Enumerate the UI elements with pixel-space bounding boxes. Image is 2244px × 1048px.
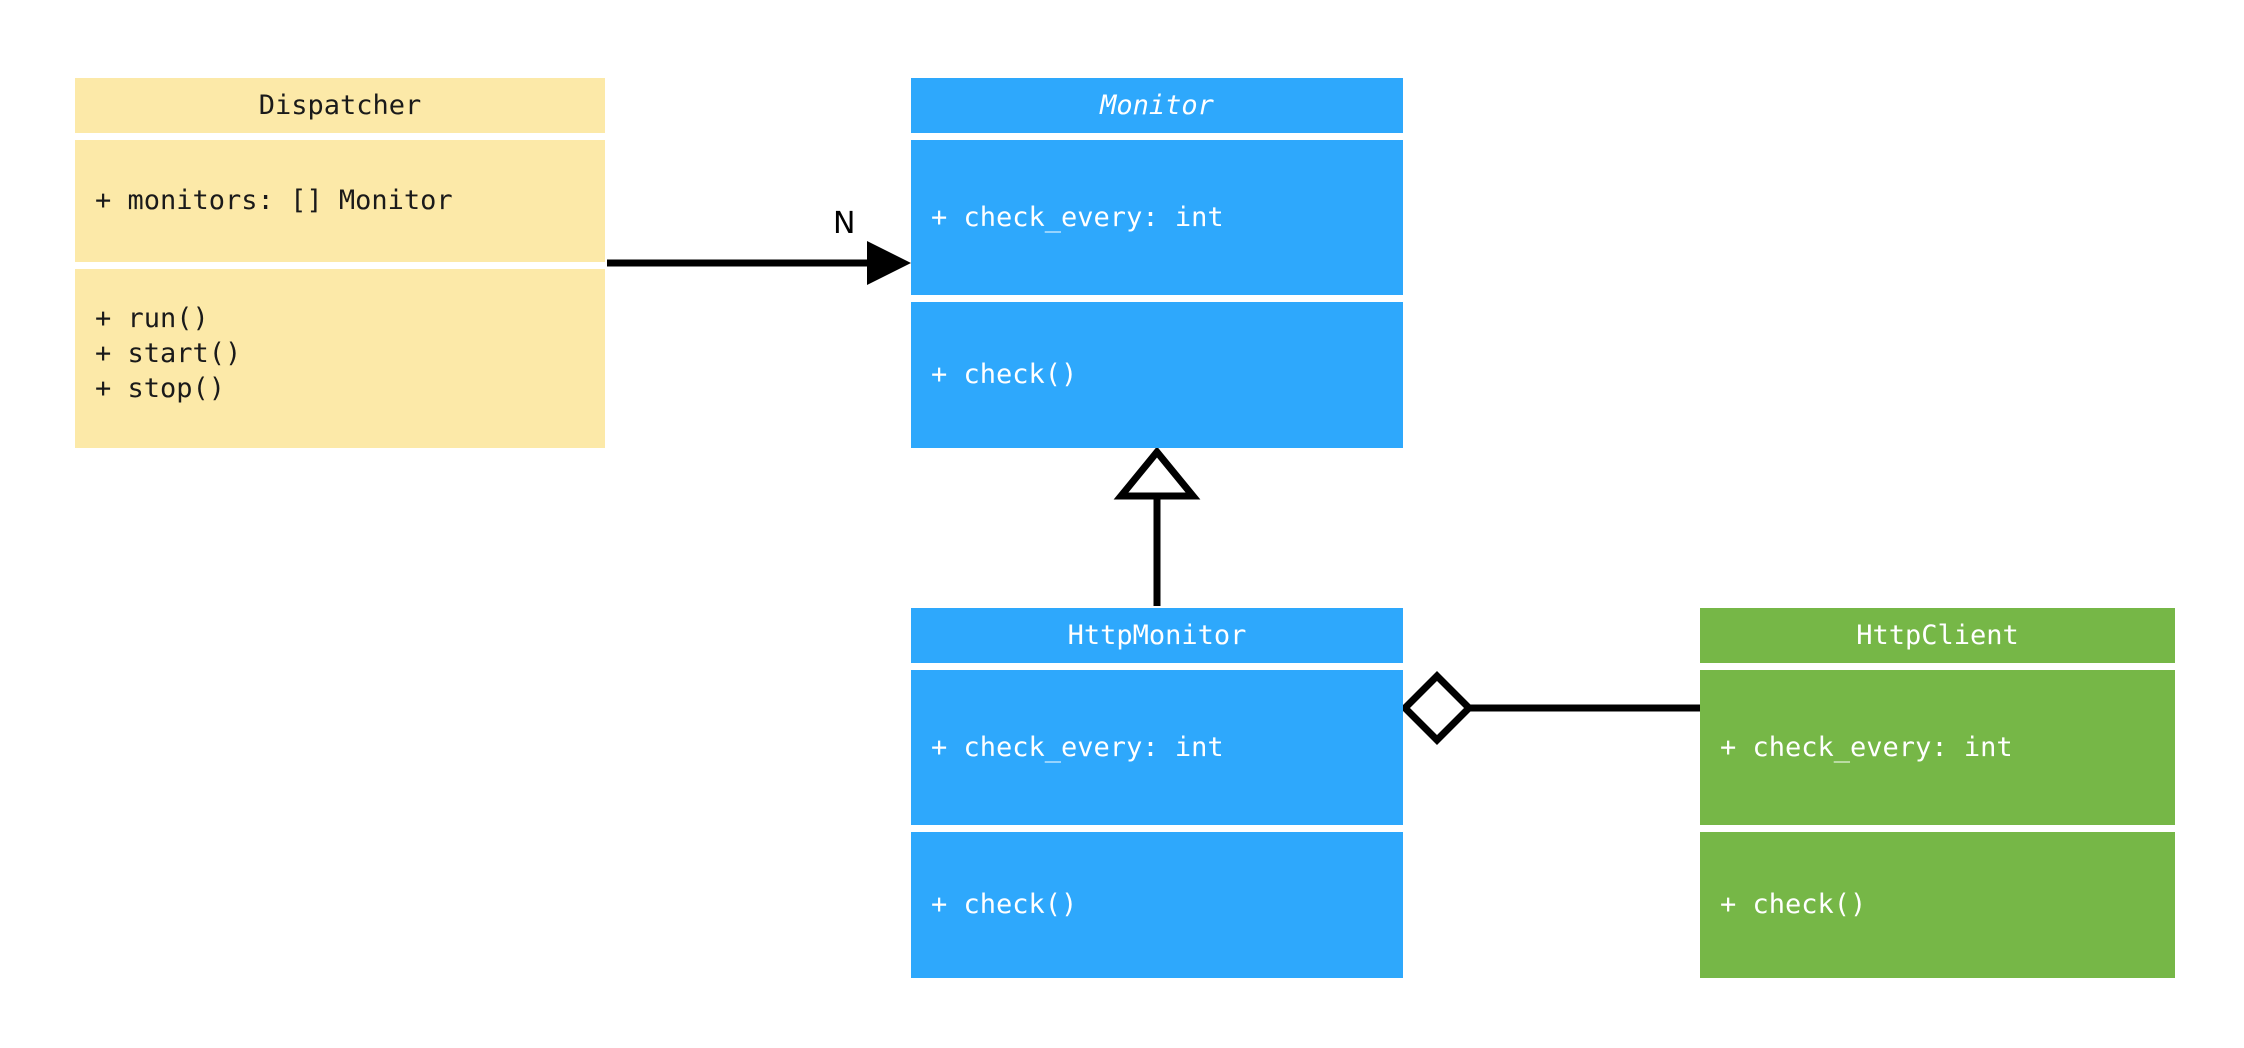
dispatcher-class-name: Dispatcher — [258, 89, 422, 121]
httpmonitor-divider-1 — [911, 663, 1403, 670]
httpclient-class-name: HttpClient — [1856, 619, 2019, 651]
httpmonitor-class-name: HttpMonitor — [1067, 619, 1247, 651]
class-box-httpmonitor[interactable]: HttpMonitor + check_every: int + check() — [911, 608, 1403, 978]
class-box-httpclient[interactable]: HttpClient + check_every: int + check() — [1700, 608, 2175, 978]
monitor-methods-compartment: + check() — [911, 302, 1403, 448]
monitor-attributes-compartment: + check_every: int — [911, 140, 1403, 295]
httpclient-method: + check() — [1720, 889, 1867, 921]
monitor-title-compartment: Monitor — [911, 78, 1403, 133]
httpmonitor-methods-compartment: + check() — [911, 832, 1403, 978]
dispatcher-divider-2 — [75, 262, 605, 269]
httpclient-title-compartment: HttpClient — [1700, 608, 2175, 663]
httpclient-attributes-compartment: + check_every: int — [1700, 670, 2175, 825]
httpmonitor-title-compartment: HttpMonitor — [911, 608, 1403, 663]
class-box-monitor[interactable]: Monitor + check_every: int + check() — [911, 78, 1403, 448]
dispatcher-method: + start() — [95, 338, 242, 370]
httpclient-divider-2 — [1700, 825, 2175, 832]
httpmonitor-divider-2 — [911, 825, 1403, 832]
class-box-dispatcher[interactable]: Dispatcher + monitors: [] Monitor + run(… — [75, 78, 605, 448]
edge-dispatcher-to-monitor — [607, 241, 911, 285]
monitor-class-name: Monitor — [1100, 89, 1214, 121]
dispatcher-title-compartment: Dispatcher — [75, 78, 605, 133]
monitor-divider-1 — [911, 133, 1403, 140]
dispatcher-method: + run() — [95, 303, 209, 334]
association-multiplicity-label: N — [833, 206, 856, 241]
httpclient-attribute: + check_every: int — [1720, 731, 2013, 763]
httpclient-divider-1 — [1700, 663, 2175, 670]
dispatcher-attributes-compartment: + monitors: [] Monitor — [75, 140, 605, 262]
edge-httpmonitor-aggregates-httpclient — [1400, 671, 1700, 745]
dispatcher-methods-compartment: + run() + start() + stop() — [75, 269, 605, 448]
association-arrowhead-icon — [867, 241, 911, 285]
httpmonitor-attribute: + check_every: int — [931, 731, 1224, 763]
dispatcher-method: + stop() — [95, 373, 226, 405]
generalization-hollow-triangle-icon — [1113, 446, 1201, 500]
dispatcher-divider-1 — [75, 133, 605, 140]
httpmonitor-attributes-compartment: + check_every: int — [911, 670, 1403, 825]
monitor-method: + check() — [931, 359, 1078, 391]
monitor-attribute: + check_every: int — [931, 201, 1224, 233]
edge-httpmonitor-inherits-monitor — [1113, 446, 1201, 606]
aggregation-hollow-diamond-icon — [1400, 671, 1474, 745]
dispatcher-attribute: + monitors: [] Monitor — [95, 185, 453, 217]
httpclient-methods-compartment: + check() — [1700, 832, 2175, 978]
monitor-divider-2 — [911, 295, 1403, 302]
httpmonitor-method: + check() — [931, 889, 1078, 921]
